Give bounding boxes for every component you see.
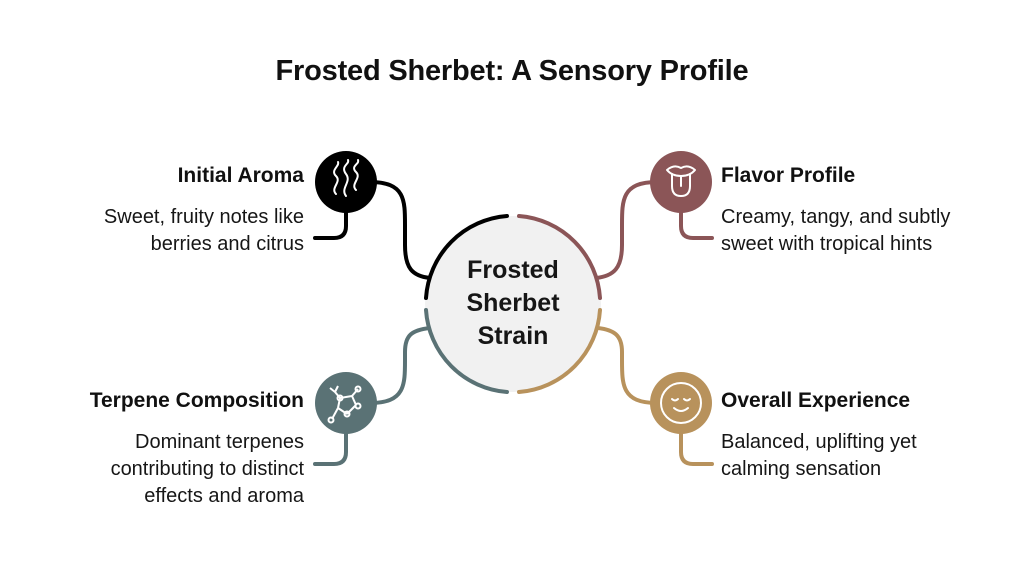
center-arc-top-left bbox=[424, 214, 509, 300]
node-title-overall-experience: Overall Experience bbox=[721, 389, 911, 412]
tongue-icon bbox=[650, 151, 712, 213]
connector-flavor-profile bbox=[594, 180, 659, 280]
connector-initial-aroma bbox=[368, 180, 432, 280]
node-title-initial-aroma: Initial Aroma bbox=[177, 164, 304, 187]
hook-initial-aroma bbox=[313, 210, 348, 240]
calm-face-icon bbox=[650, 372, 712, 434]
center-label-line: Strain bbox=[477, 322, 549, 350]
description-line: berries and citrus bbox=[150, 233, 304, 255]
description-line: Balanced, uplifting yet bbox=[721, 431, 917, 453]
hook-terpene-composition bbox=[313, 431, 348, 466]
steam-aroma-icon bbox=[315, 151, 377, 213]
center-arc-bottom-left bbox=[424, 308, 509, 394]
molecule-icon bbox=[315, 372, 377, 434]
node-description-initial-aroma: Sweet, fruity notes like berries and cit… bbox=[104, 204, 304, 258]
description-line: sweet with tropical hints bbox=[721, 233, 933, 255]
center-label-line: Sherbet bbox=[466, 289, 560, 317]
hook-flavor-profile bbox=[679, 210, 714, 240]
center-label: Frosted Sherbet Strain bbox=[433, 254, 593, 353]
connector-overall-experience bbox=[596, 326, 659, 405]
description-line: Sweet, fruity notes like bbox=[103, 206, 304, 228]
node-title-terpene-composition: Terpene Composition bbox=[89, 389, 304, 412]
description-line: Creamy, tangy, and subtly bbox=[721, 206, 951, 228]
description-line: calming sensation bbox=[721, 458, 882, 480]
connector-terpene-composition bbox=[368, 326, 432, 405]
center-circle bbox=[425, 216, 601, 392]
center-label-line: Frosted bbox=[467, 256, 559, 284]
center-arc-bottom-right bbox=[517, 308, 602, 394]
node-description-flavor-profile: Creamy, tangy, and subtly sweet with tro… bbox=[721, 204, 950, 258]
description-line: effects and aroma bbox=[144, 485, 304, 507]
node-description-overall-experience: Balanced, uplifting yet calming sensatio… bbox=[721, 429, 917, 483]
page-title: Frosted Sherbet: A Sensory Profile bbox=[275, 55, 749, 87]
center-arc-top-right bbox=[517, 214, 602, 300]
description-line: contributing to distinct bbox=[110, 458, 304, 480]
node-title-flavor-profile: Flavor Profile bbox=[721, 164, 856, 187]
node-description-terpene-composition: Dominant terpenes contributing to distin… bbox=[111, 429, 304, 510]
hook-overall-experience bbox=[679, 431, 714, 466]
description-line: Dominant terpenes bbox=[135, 431, 304, 453]
